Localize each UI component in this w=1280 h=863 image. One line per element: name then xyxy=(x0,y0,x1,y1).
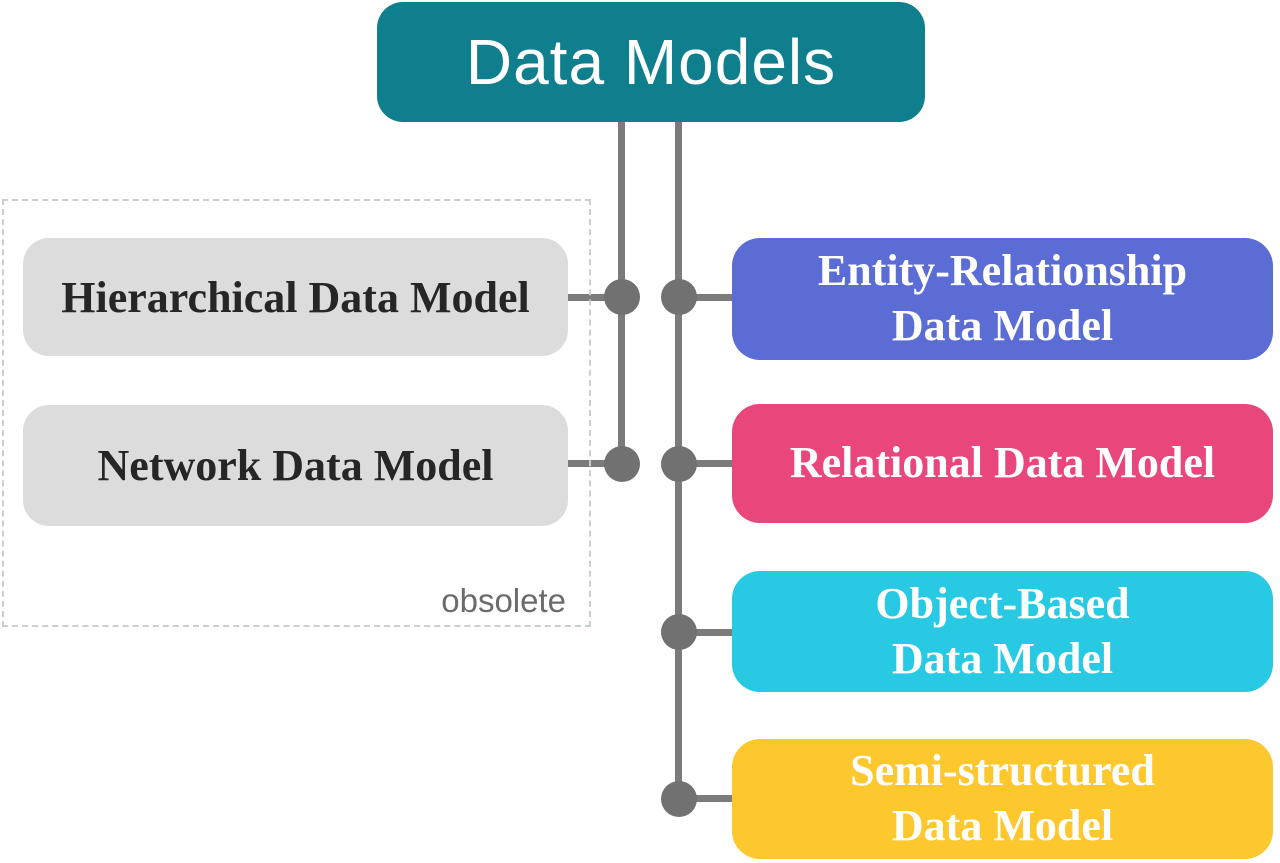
model-box-hierarchical: Hierarchical Data Model xyxy=(23,238,568,356)
connector-semi-structured xyxy=(679,795,734,802)
connector-object-based xyxy=(679,629,734,636)
junction-node xyxy=(661,781,697,817)
diagram-title: Data Models xyxy=(465,26,837,98)
model-label-hierarchical: Hierarchical Data Model xyxy=(61,272,530,322)
connector-hierarchical xyxy=(562,294,622,301)
junction-node xyxy=(661,446,697,482)
model-box-entity-relationship: Entity-Relationship Data Model xyxy=(732,238,1273,360)
diagram-title-box: Data Models xyxy=(377,2,925,122)
junction-node xyxy=(604,279,640,315)
model-label-entity-relationship: Entity-Relationship Data Model xyxy=(817,246,1188,350)
model-label-relational: Relational Data Model xyxy=(789,438,1216,488)
junction-node xyxy=(661,614,697,650)
model-box-network: Network Data Model xyxy=(23,405,568,526)
connector-network xyxy=(562,460,622,467)
model-box-object-based: Object-Based Data Model xyxy=(732,571,1273,692)
model-box-semi-structured: Semi-structured Data Model xyxy=(732,739,1273,859)
junction-node xyxy=(661,279,697,315)
model-box-relational: Relational Data Model xyxy=(732,404,1273,523)
connector-relational xyxy=(679,460,734,467)
model-label-semi-structured: Semi-structured Data Model xyxy=(850,746,1155,850)
obsolete-group-frame xyxy=(2,199,591,627)
model-label-network: Network Data Model xyxy=(97,441,494,490)
model-label-object-based: Object-Based Data Model xyxy=(875,578,1130,683)
junction-node xyxy=(604,446,640,482)
obsolete-note: obsolete xyxy=(441,582,566,619)
connector-entity-relationship xyxy=(679,294,734,301)
